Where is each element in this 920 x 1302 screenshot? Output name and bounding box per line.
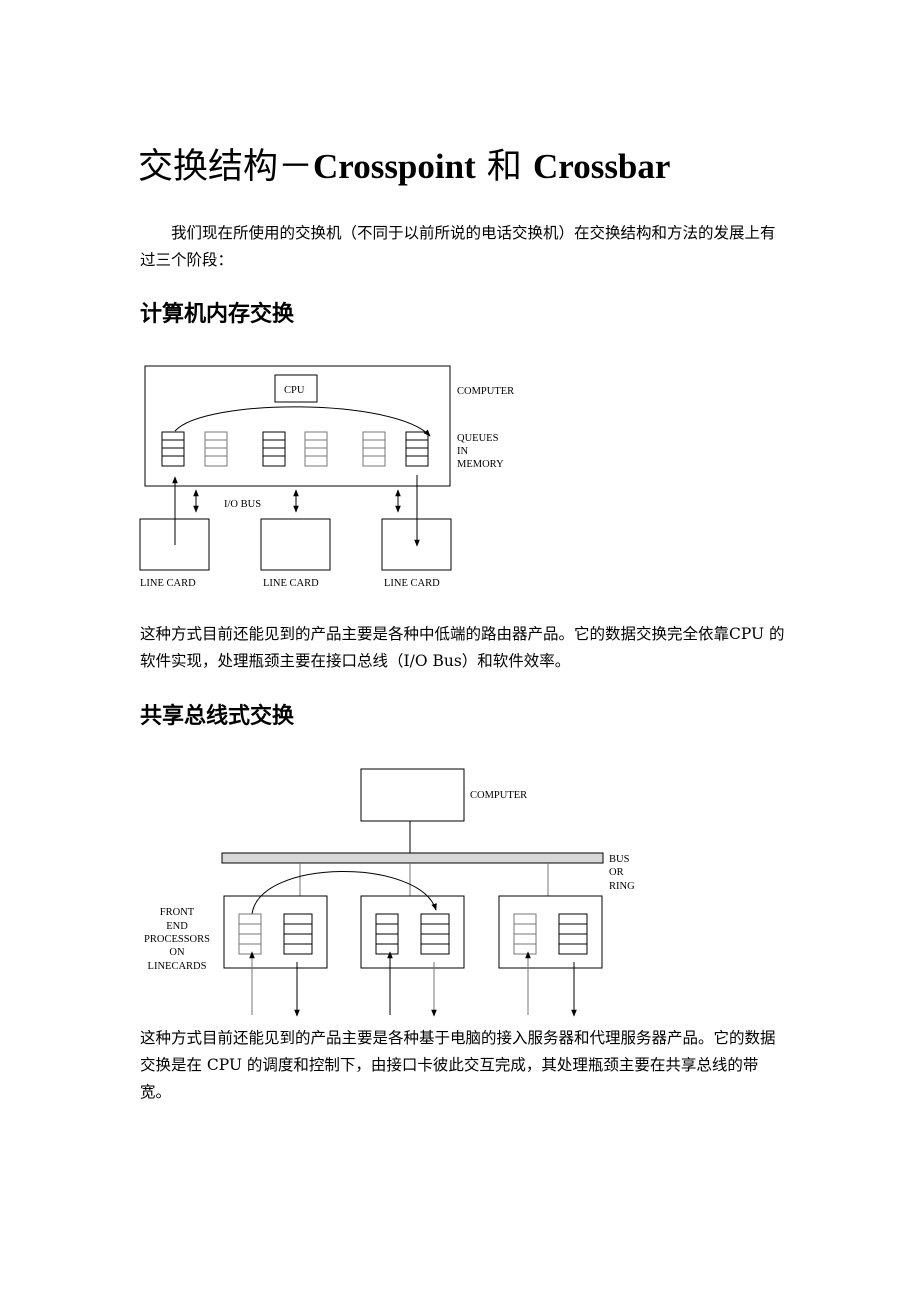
transfer-arrow: [174, 406, 431, 437]
linecard-io-arrows: [249, 951, 577, 1017]
queues-label-3: MEMORY: [457, 459, 504, 470]
section1-text: 这种方式目前还能见到的产品主要是各种中低端的路由器产品。它的数据交换完全依靠CP…: [140, 625, 785, 670]
page-title: 交换结构－Crosspoint 和 Crossbar: [138, 145, 670, 189]
linecard-processor-2: [360, 895, 465, 969]
intro-paragraph: 我们现在所使用的交换机（不同于以前所说的电话交换机）在交换结构和方法的发展上有过…: [140, 224, 776, 269]
fep-label-2: END: [166, 921, 188, 932]
title-crossbar: Crossbar: [533, 147, 671, 186]
cpu-label: CPU: [284, 385, 305, 396]
section1-heading: 计算机内存交换: [140, 302, 295, 327]
shared-bus-diagram: COMPUTER BUS OR RING FRONT END PROCESSOR…: [144, 768, 635, 1017]
queues-label-2: IN: [457, 446, 468, 457]
title-crosspoint: Crosspoint: [313, 147, 476, 186]
fep-label-4: ON: [169, 947, 185, 958]
title-and: 和: [475, 147, 534, 187]
memory-queues: [161, 431, 429, 467]
fep-label-1: FRONT: [160, 907, 195, 918]
linecard-processor-1: [223, 895, 328, 969]
bus-label-1: BUS: [609, 854, 630, 865]
linecard-queues: [238, 913, 588, 955]
section2-text: 这种方式目前还能见到的产品主要是各种基于电脑的接入服务器和代理服务器产品。它的数…: [140, 1029, 776, 1101]
bus-ring-bar: [221, 852, 604, 864]
computer-box: [144, 365, 451, 487]
io-bus-arrows: [172, 475, 420, 547]
transfer-arrow-2: [251, 871, 437, 915]
linecard-processor-3: [498, 895, 603, 969]
computer-label-2: COMPUTER: [470, 790, 527, 801]
bus-label-3: RING: [609, 881, 635, 892]
computer-label: COMPUTER: [457, 386, 514, 397]
cpu-box: [274, 374, 318, 403]
line-card-label-3: LINE CARD: [384, 578, 440, 589]
computer-box-2: [360, 768, 465, 822]
title-cjk: 交换结构－: [138, 147, 314, 187]
line-card-label-1: LINE CARD: [140, 578, 196, 589]
fep-label-5: LINECARDS: [148, 961, 207, 972]
queues-label-1: QUEUES: [457, 433, 499, 444]
section2-heading: 共享总线式交换: [140, 704, 295, 729]
io-bus-label: I/O BUS: [224, 499, 261, 510]
line-cards: [139, 518, 452, 571]
fep-label-3: PROCESSORS: [144, 934, 210, 945]
bus-label-2: OR: [609, 867, 624, 878]
line-card-label-2: LINE CARD: [263, 578, 319, 589]
